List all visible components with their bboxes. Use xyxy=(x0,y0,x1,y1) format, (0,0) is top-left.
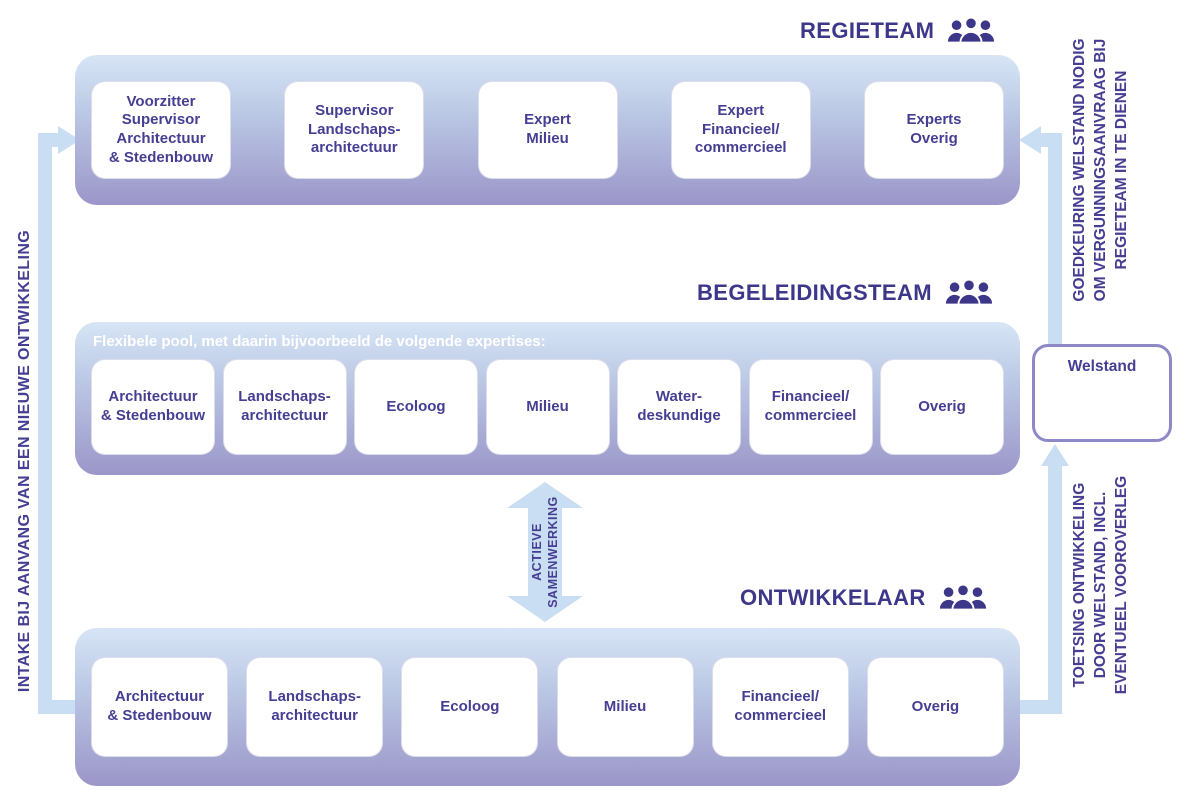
pool-expertise-box: Milieu xyxy=(485,359,610,455)
ontwikkelaar-expertise-box: Overig xyxy=(866,657,1004,757)
regieteam-box-row: Voorzitter Supervisor Architectuur & Ste… xyxy=(75,55,1020,205)
ontwikkelaar-expertise-box: Landschaps- architectuur xyxy=(246,657,384,757)
intake-arrowhead-icon xyxy=(58,126,80,154)
ontwikkelaar-box-row: Architectuur & Stedenbouw Landschaps- ar… xyxy=(75,628,1020,786)
ontwikkelaar-expertise-box: Financieel/ commercieel xyxy=(711,657,849,757)
begeleidingsteam-band: Flexibele pool, met daarin bijvoorbeeld … xyxy=(75,322,1020,475)
pool-expertise-box: Architectuur & Stedenbouw xyxy=(91,359,215,455)
intake-arrow xyxy=(38,133,80,714)
goedkeuring-arrow xyxy=(1040,133,1062,346)
pool-expertise-box: Water- deskundige xyxy=(617,359,741,455)
regieteam-people-icon xyxy=(948,16,995,44)
ontwikkelaar-expertise-box: Milieu xyxy=(556,657,694,757)
begeleidingsteam-people-icon xyxy=(945,278,993,306)
toetsing-arrowhead-icon xyxy=(1041,444,1069,466)
samenwerking-arrow xyxy=(507,482,583,622)
regieteam-expertise-box: Expert Financieel/ commercieel xyxy=(670,81,811,179)
regieteam-expertise-box: Voorzitter Supervisor Architectuur & Ste… xyxy=(91,81,231,179)
pool-expertise-box: Ecoloog xyxy=(354,359,478,455)
goedkeuring-annotation: GOEDKEURING WELSTAND NODIG OM VERGUNNING… xyxy=(1070,38,1130,302)
begeleidingsteam-title: BEGELEIDINGSTEAM xyxy=(697,280,932,305)
regieteam-expertise-box: Expert Milieu xyxy=(477,81,618,179)
ontwikkelaar-expertise-box: Architectuur & Stedenbouw xyxy=(91,657,228,757)
regieteam-title-row: REGIETEAM xyxy=(800,15,996,47)
pool-expertise-box: Overig xyxy=(880,359,1004,455)
begeleidingsteam-title-row: BEGELEIDINGSTEAM xyxy=(697,277,994,309)
toetsing-annotation: TOETSING ONTWIKKELING DOOR WELSTAND, INC… xyxy=(1070,475,1130,695)
ontwikkelaar-title: ONTWIKKELAAR xyxy=(740,585,926,610)
ontwikkelaar-band: Architectuur & Stedenbouw Landschaps- ar… xyxy=(75,628,1020,786)
goedkeuring-arrowhead-icon xyxy=(1019,126,1041,154)
welstand-label: Welstand xyxy=(1067,358,1137,375)
regieteam-title: REGIETEAM xyxy=(800,18,935,43)
toetsing-arrow xyxy=(1018,464,1062,714)
regieteam-expertise-box: Experts Overig xyxy=(864,81,1004,179)
samenwerking-annotation: ACTIEVE SAMENWERKING xyxy=(530,496,560,608)
regieteam-band: Voorzitter Supervisor Architectuur & Ste… xyxy=(75,55,1020,205)
intake-annotation: INTAKE BIJ AANVANG VAN EEN NIEUWE ONTWIK… xyxy=(16,229,33,693)
begeleidingsteam-box-row: Architectuur & Stedenbouw Landschaps- ar… xyxy=(75,359,1020,455)
pool-expertise-box: Landschaps- architectuur xyxy=(222,359,347,455)
ontwikkelaar-expertise-box: Ecoloog xyxy=(401,657,539,757)
welstand-box: Welstand xyxy=(1032,344,1172,442)
pool-subtitle: Flexibele pool, met daarin bijvoorbeeld … xyxy=(93,333,546,350)
ontwikkelaar-title-row: ONTWIKKELAAR xyxy=(740,582,988,614)
ontwikkelaar-people-icon xyxy=(939,583,986,611)
pool-expertise-box: Financieel/ commercieel xyxy=(748,359,873,455)
regieteam-expertise-box: Supervisor Landschaps- architectuur xyxy=(284,81,425,179)
